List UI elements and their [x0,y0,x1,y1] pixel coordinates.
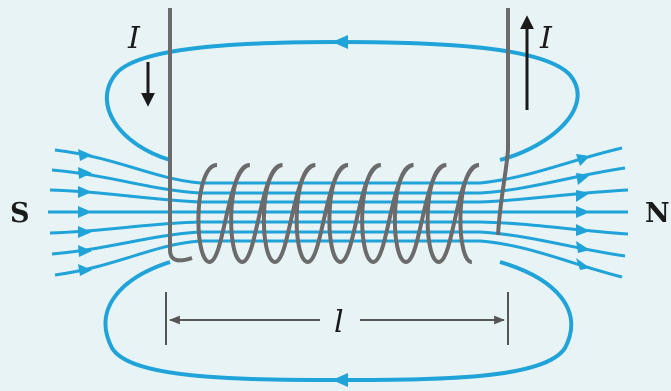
pole-label-north: N [645,198,670,229]
lead-wire-right [496,8,510,236]
field-lines-through [48,146,629,279]
coil-turn [458,163,480,264]
pole-label-south: S [10,198,30,229]
solenoid-coil [196,163,480,265]
current-label-right: I [539,21,553,56]
current-label-left: I [127,21,141,56]
length-dimension [165,292,509,345]
field-arrow-bottom [332,373,348,387]
field-arrow-top [332,35,348,49]
field-arrows-right [576,154,590,270]
lead-wires [168,8,510,263]
length-label: l [334,305,344,340]
field-arrows-left [78,149,92,276]
lead-wire-left [168,8,193,263]
